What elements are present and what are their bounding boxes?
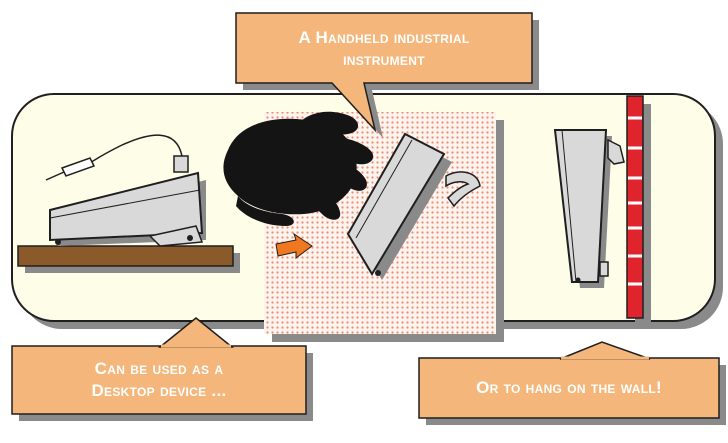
callout-right xyxy=(419,342,726,425)
wooden-desk xyxy=(18,246,233,266)
wall-illustration xyxy=(627,96,651,326)
